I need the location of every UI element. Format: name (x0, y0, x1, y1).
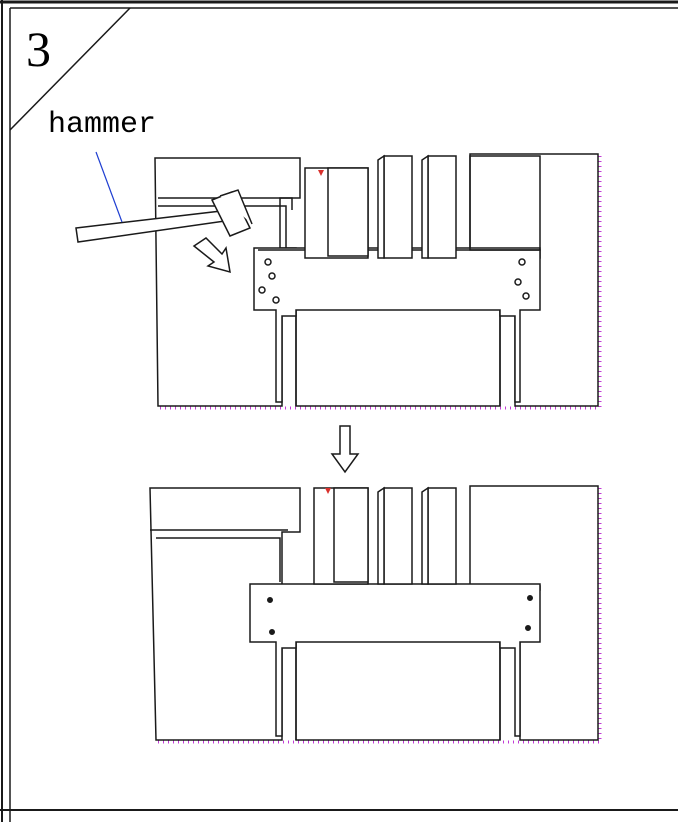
pin-marker-top (318, 170, 324, 176)
screw-holes-bottom (267, 595, 533, 635)
screw-holes-top (258, 258, 530, 304)
bottom-view (149, 485, 602, 744)
slot-edges-top (158, 197, 501, 406)
hammer-icon (75, 189, 253, 243)
hammer-callout-leader (95, 151, 123, 223)
fins-top (304, 154, 541, 259)
ground-speckle-bottom (158, 488, 602, 744)
fins-bottom (313, 486, 457, 585)
slot-edges-bottom (150, 529, 501, 740)
diagonal-arrow-icon (192, 237, 231, 274)
cross-bar-bottom (249, 583, 541, 737)
down-arrow-icon (330, 425, 360, 474)
step-number: 3 (26, 21, 51, 77)
ground-speckle-top (160, 156, 602, 410)
hammer-callout-label: hammer (48, 108, 156, 142)
top-view: hammer (48, 108, 602, 410)
pin-marker-bottom (325, 488, 331, 494)
